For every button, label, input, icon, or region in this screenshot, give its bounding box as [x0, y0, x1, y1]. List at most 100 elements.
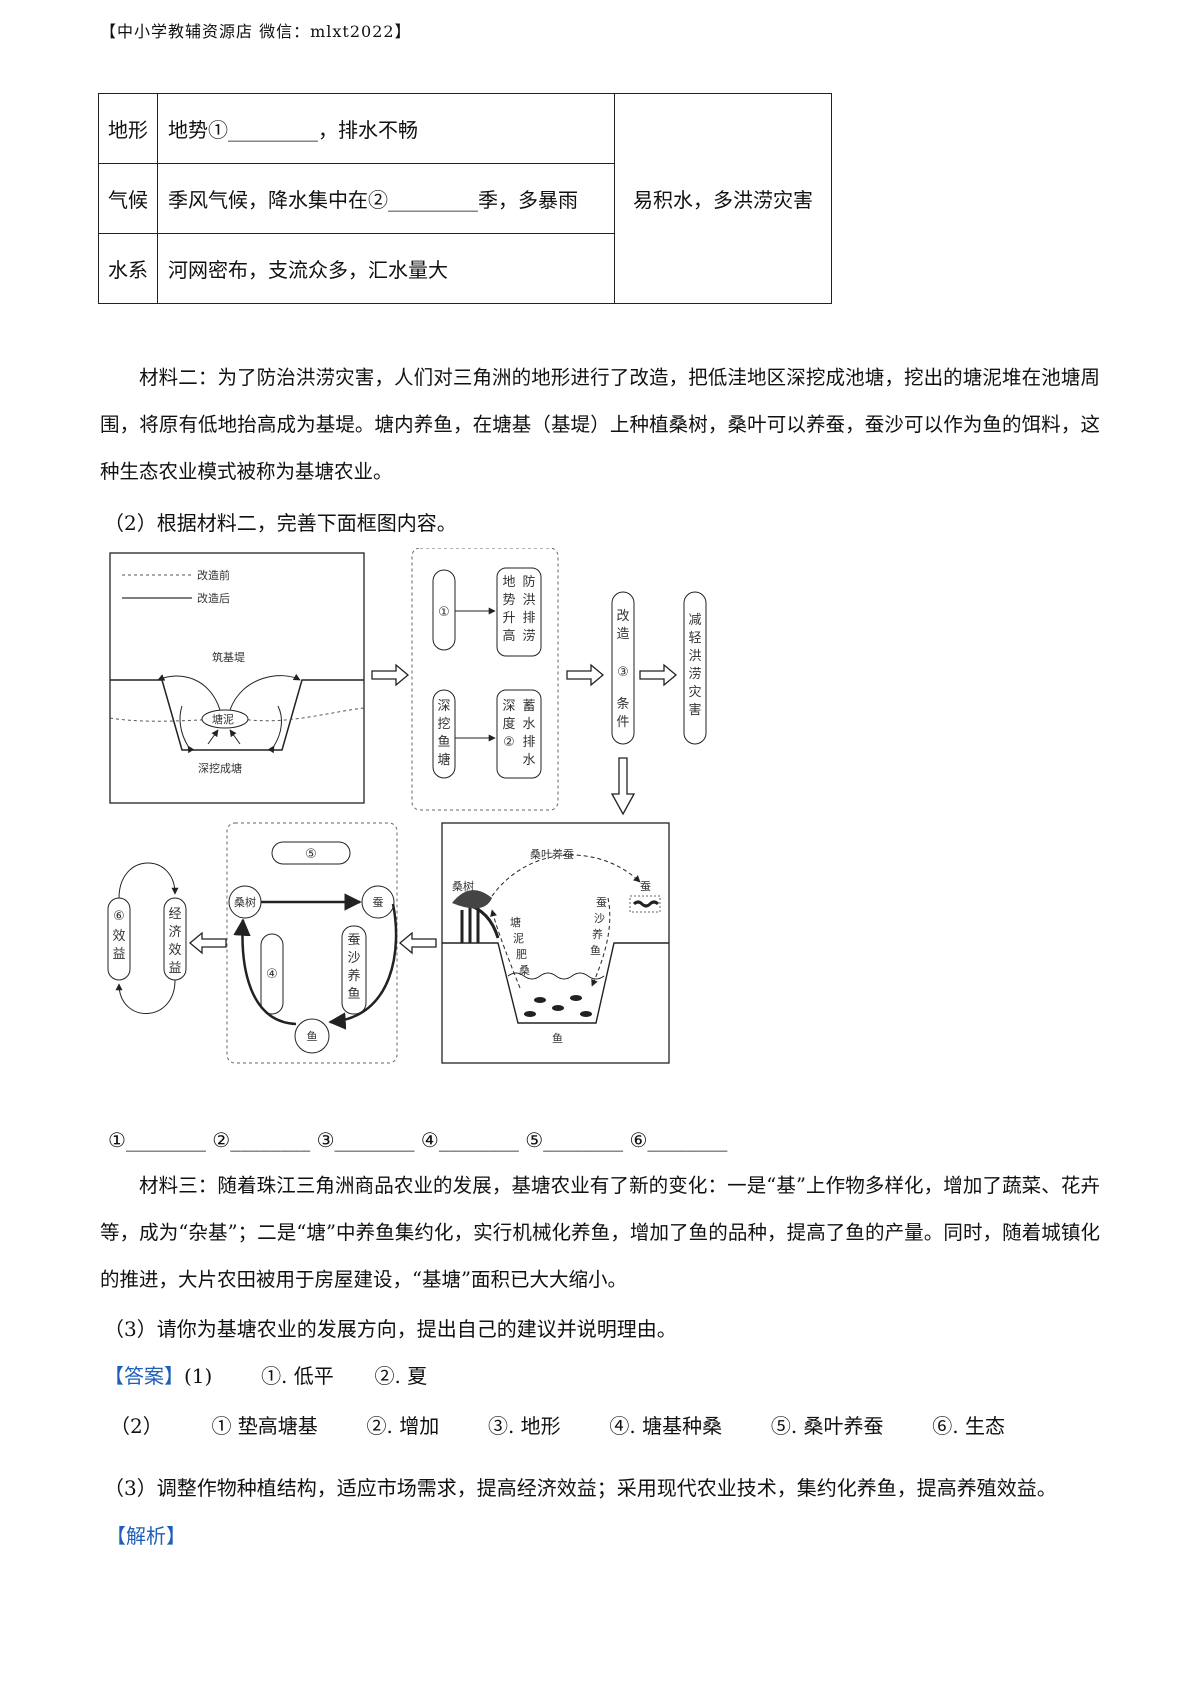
- box-flood-drain: 防 洪 排 涝: [522, 574, 535, 644]
- benefit-blank-6: ⑥ 效 益: [112, 909, 125, 962]
- label-leaf-silkworm: 桑叶养蚕: [530, 847, 574, 861]
- svg-text:改: 改: [616, 609, 629, 624]
- flow-arrow-down: [610, 757, 636, 816]
- flow-diagram: 改造前 改造后 筑基堤 塘泥 深挖成塘 ① 地 势 升 高 防 洪 排: [107, 548, 707, 1064]
- answer-1-item: ②. 夏: [374, 1364, 428, 1388]
- svg-text:涝: 涝: [522, 628, 535, 644]
- answer-2-item: ⑤. 桑叶养蚕: [770, 1414, 884, 1438]
- answer-2-item: ④. 塘基种桑: [609, 1414, 723, 1438]
- row-value: 地势①_________，排水不畅: [157, 93, 615, 164]
- svg-text:件: 件: [616, 715, 629, 730]
- legend-before: 改造前: [197, 568, 230, 582]
- svg-text:效: 效: [112, 929, 125, 944]
- answer-line-3: （3）调整作物种植结构，适应市场需求，提高经济效益；采用现代农业技术，集约化养鱼…: [104, 1476, 1057, 1500]
- svg-text:害: 害: [688, 702, 701, 718]
- benefit-panel: ⑥ 效 益 经 济 效 益: [107, 862, 187, 1014]
- blank-2[interactable]: ②________: [212, 1128, 311, 1152]
- question-3: （3）请你为基塘农业的发展方向，提出自己的建议并说明理由。: [104, 1317, 677, 1341]
- blank-3[interactable]: ③________: [316, 1128, 415, 1152]
- svg-text:灾: 灾: [688, 684, 701, 700]
- label-dig-pond: 深挖成塘: [198, 761, 242, 775]
- svg-text:⑥: ⑥: [113, 909, 125, 924]
- svg-text:涝: 涝: [688, 666, 701, 682]
- cross-section-panel: 改造前 改造后 筑基堤 塘泥 深挖成塘: [109, 552, 365, 804]
- cycle-blank-4: ④: [266, 967, 278, 982]
- row-key: 气候: [98, 163, 158, 234]
- cycle-mulberry: 桑树: [234, 895, 256, 909]
- flow-arrow: [399, 932, 437, 954]
- svg-text:地: 地: [502, 575, 515, 590]
- svg-text:条: 条: [616, 696, 629, 712]
- box-reduce-flood: 减 轻 洪 涝 灾 害: [688, 613, 701, 718]
- svg-text:养: 养: [347, 968, 360, 984]
- box-blank-1: ①: [438, 605, 450, 620]
- svg-text:沙: 沙: [594, 912, 605, 925]
- conditions-table: 地形 地势①_________，排水不畅 易积水，多洪涝灾害 气候 季风气候，降…: [98, 93, 832, 304]
- svg-text:鱼: 鱼: [437, 734, 450, 750]
- flow-arrow: [189, 932, 227, 954]
- svg-text:肥: 肥: [516, 948, 527, 961]
- blank-5[interactable]: ⑤________: [525, 1128, 624, 1152]
- label-fish: 鱼: [552, 1031, 563, 1045]
- table-row: 地形 地势①_________，排水不畅 易积水，多洪涝灾害: [98, 93, 832, 304]
- svg-text:②: ②: [503, 735, 515, 750]
- svg-text:度: 度: [502, 716, 515, 732]
- svg-text:挖: 挖: [437, 717, 450, 732]
- table-row: 水系 河网密布，支流众多，汇水量大: [98, 233, 832, 304]
- row-key: 水系: [98, 233, 158, 304]
- svg-text:排: 排: [522, 611, 535, 626]
- answer-line-2: （2） ① 垫高塘基 ②. 增加 ③. 地形 ④. 塘基种桑 ⑤. 桑叶养蚕 ⑥…: [110, 1414, 1005, 1438]
- flow-arrow: [566, 664, 604, 686]
- box-change-condition: 改 造 ③ 条 件: [616, 609, 629, 730]
- table-result: 易积水，多洪涝灾害: [614, 93, 832, 304]
- cycle-blank-5: ⑤: [305, 847, 317, 862]
- row-value: 河网密布，支流众多，汇水量大: [157, 233, 615, 304]
- cycle-silkworm: 蚕: [373, 896, 384, 909]
- svg-text:水: 水: [522, 753, 535, 768]
- svg-text:泥: 泥: [513, 932, 524, 945]
- svg-text:鱼: 鱼: [590, 943, 601, 957]
- transform-panel: ① 地 势 升 高 防 洪 排 涝 深 挖 鱼 塘 深 度 ② 蓄: [411, 548, 559, 811]
- answer-2-item: ②. 增加: [366, 1414, 440, 1438]
- svg-text:蚕: 蚕: [347, 933, 360, 948]
- label-mud-fert: 塘 泥 肥 桑: [510, 915, 530, 977]
- svg-text:鱼: 鱼: [347, 986, 360, 1002]
- svg-text:高: 高: [502, 628, 515, 644]
- blank-6[interactable]: ⑥________: [629, 1128, 728, 1152]
- svg-text:升: 升: [502, 611, 515, 626]
- svg-text:深: 深: [437, 699, 450, 714]
- svg-text:势: 势: [502, 592, 515, 608]
- svg-text:益: 益: [112, 947, 125, 962]
- svg-text:深: 深: [502, 699, 515, 714]
- blank-4[interactable]: ④________: [420, 1128, 519, 1152]
- flow-arrow: [371, 664, 409, 686]
- svg-text:养: 养: [592, 927, 603, 941]
- box-store-drain: 蓄 水 排 水: [522, 699, 535, 768]
- svg-text:排: 排: [522, 735, 535, 750]
- cycle-panel: ⑤ 桑树 蚕 ④ 蚕 沙 养 鱼 鱼: [226, 822, 398, 1064]
- label-silkworm: 蚕: [640, 880, 651, 893]
- svg-text:轻: 轻: [688, 631, 701, 646]
- svg-text:经: 经: [168, 907, 181, 922]
- label-pond-mud: 塘泥: [212, 712, 234, 726]
- answer-2-item: ③. 地形: [487, 1414, 561, 1438]
- label-mulberry-tree: 桑树: [452, 879, 474, 893]
- table-row: 气候 季风气候，降水集中在②_________季，多暴雨: [98, 163, 832, 234]
- svg-text:塘: 塘: [510, 915, 521, 929]
- svg-text:水: 水: [522, 717, 535, 732]
- label-build-dike: 筑基堤: [212, 650, 245, 664]
- blank-1[interactable]: ①________: [108, 1128, 206, 1152]
- material-2: 材料二：为了防治洪涝灾害，人们对三角洲的地形进行了改造，把低洼地区深挖成池塘，挖…: [100, 366, 1100, 483]
- flow-arrow: [639, 664, 677, 686]
- svg-text:塘: 塘: [437, 752, 450, 768]
- svg-text:蓄: 蓄: [522, 699, 535, 714]
- svg-text:济: 济: [168, 925, 181, 940]
- answer-line-1: 【答案】(1) ①. 低平 ②. 夏: [104, 1364, 428, 1388]
- svg-text:③: ③: [617, 665, 629, 680]
- answer-blanks: ①________ ②________ ③________ ④________ …: [108, 1128, 727, 1152]
- cycle-sand-fish: 蚕 沙 养 鱼: [347, 933, 360, 1002]
- svg-text:造: 造: [616, 627, 629, 642]
- page-header: 【中小学教辅资源店 微信：mlxt2022】: [100, 22, 412, 41]
- svg-text:防: 防: [522, 574, 535, 590]
- pond-ecosystem-panel: 桑树 桑叶养蚕 蚕 塘 泥 肥 桑 蚕 沙 养 鱼 鱼: [441, 822, 670, 1064]
